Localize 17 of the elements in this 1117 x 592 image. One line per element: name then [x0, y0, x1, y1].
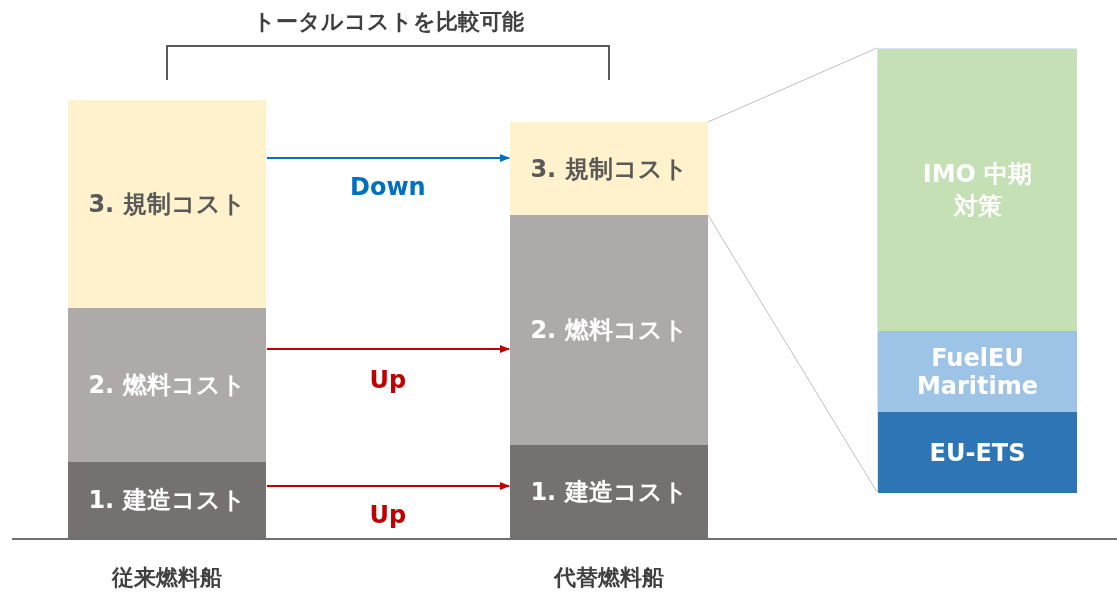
- regulation-segment: IMO 中期対策: [878, 49, 1077, 331]
- cost-segment: 1. 建造コスト: [68, 462, 266, 538]
- cost-segment: 1. 建造コスト: [510, 445, 708, 538]
- regulation-segment: FuelEU Maritime: [878, 331, 1077, 412]
- cost-segment: 2. 燃料コスト: [510, 215, 708, 445]
- regulation-segment: EU-ETS: [878, 412, 1077, 493]
- cost-segment: 3. 規制コスト: [68, 100, 266, 308]
- cost-segment: 2. 燃料コスト: [68, 308, 266, 462]
- connector-line: [707, 47, 878, 123]
- column-label: 代替燃料船: [554, 564, 664, 592]
- arrow: [266, 345, 510, 353]
- stacked-bar: [877, 48, 1076, 492]
- arrow: [266, 154, 510, 162]
- bracket-label: トータルコストを比較可能: [252, 8, 524, 36]
- arrow: [266, 482, 510, 490]
- column-label: 従来燃料船: [112, 564, 222, 592]
- cost-segment: 3. 規制コスト: [510, 122, 708, 215]
